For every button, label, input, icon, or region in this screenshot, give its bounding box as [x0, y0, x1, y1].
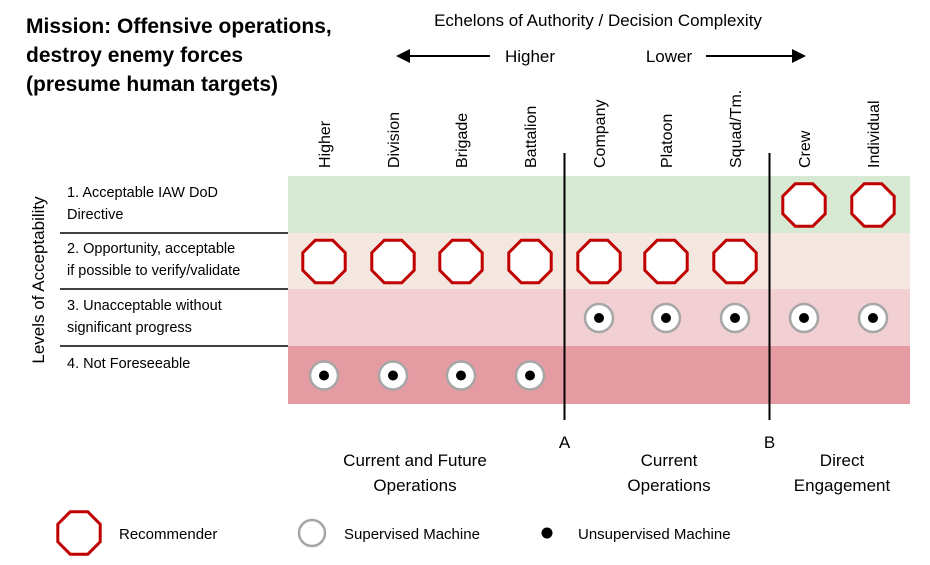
column-label: Higher [317, 120, 334, 168]
level-label-3: 3. Unacceptable without [67, 298, 222, 314]
legend-label-supervised: Supervised Machine [344, 526, 480, 543]
supervised-machine-marker [719, 302, 751, 334]
column-label: Battalion [523, 106, 540, 168]
supervised-machine-marker [857, 302, 889, 334]
unsupervised-dot [868, 313, 878, 323]
supervised-machine-marker [308, 360, 340, 391]
unsupervised-dot [594, 313, 604, 323]
recommender-octagon [301, 238, 347, 285]
y-axis-label: Levels of Acceptability [29, 196, 48, 364]
group-label-2: Operations [627, 476, 710, 495]
recommender-octagon [507, 238, 553, 285]
left-arrow-icon [396, 49, 490, 63]
supervised-machine-marker [514, 360, 546, 391]
supervised-machine-marker [583, 302, 615, 334]
column-label: Squad/Tm. [728, 90, 745, 168]
column-label: Individual [866, 100, 883, 168]
legend-label-recommender: Recommender [119, 526, 217, 543]
title-line-3: (presume human targets) [26, 73, 278, 96]
legend-supervised-icon [297, 518, 327, 548]
level-label-4: 4. Not Foreseeable [67, 356, 190, 372]
recommender-octagon [438, 238, 484, 285]
unsupervised-dot [388, 370, 398, 381]
column-label: Crew [797, 130, 814, 168]
column-label: Company [592, 100, 609, 168]
unsupervised-dot [730, 313, 740, 323]
level-label-3: significant progress [67, 320, 192, 336]
divider-label-a: A [559, 433, 571, 452]
legend-label-unsupervised: Unsupervised Machine [578, 526, 731, 543]
supervised-machine-marker [650, 302, 682, 334]
group-label-3: Engagement [794, 476, 891, 495]
column-label: Brigade [454, 113, 471, 168]
level-label-2: if possible to verify/validate [67, 263, 240, 279]
higher-label: Higher [505, 47, 555, 66]
recommender-octagon [712, 238, 758, 285]
recommender-octagon [576, 238, 622, 285]
unsupervised-dot [456, 370, 466, 381]
recommender-octagon [643, 238, 689, 285]
level-label-1: 1. Acceptable IAW DoD [67, 185, 218, 201]
group-label-2: Current [641, 451, 698, 470]
lower-label: Lower [646, 47, 693, 66]
group-label-1: Current and Future [343, 451, 487, 470]
right-arrow-icon [706, 49, 806, 63]
legend-recommender-icon [56, 510, 102, 556]
supervised-machine-marker [377, 360, 409, 391]
legend-unsupervised-icon [541, 527, 553, 539]
unsupervised-dot [319, 370, 329, 381]
title-line-2: destroy enemy forces [26, 44, 243, 67]
recommender-octagon [370, 238, 416, 285]
title-line-1: Mission: Offensive operations, [26, 15, 332, 38]
level-label-2: 2. Opportunity, acceptable [67, 241, 235, 257]
level-label-1: Directive [67, 207, 123, 223]
supervised-machine-marker [788, 302, 820, 334]
column-label: Division [386, 112, 403, 168]
recommender-octagon [850, 182, 896, 228]
unsupervised-dot [525, 370, 535, 381]
column-label: Platoon [659, 114, 676, 168]
group-label-1: Operations [373, 476, 456, 495]
unsupervised-dot [799, 313, 809, 323]
supervised-machine-marker [445, 360, 477, 391]
axis-title: Echelons of Authority / Decision Complex… [434, 11, 762, 30]
divider-label-b: B [764, 433, 775, 452]
group-label-3: Direct [820, 451, 865, 470]
recommender-octagon [781, 182, 827, 228]
unsupervised-dot [661, 313, 671, 323]
